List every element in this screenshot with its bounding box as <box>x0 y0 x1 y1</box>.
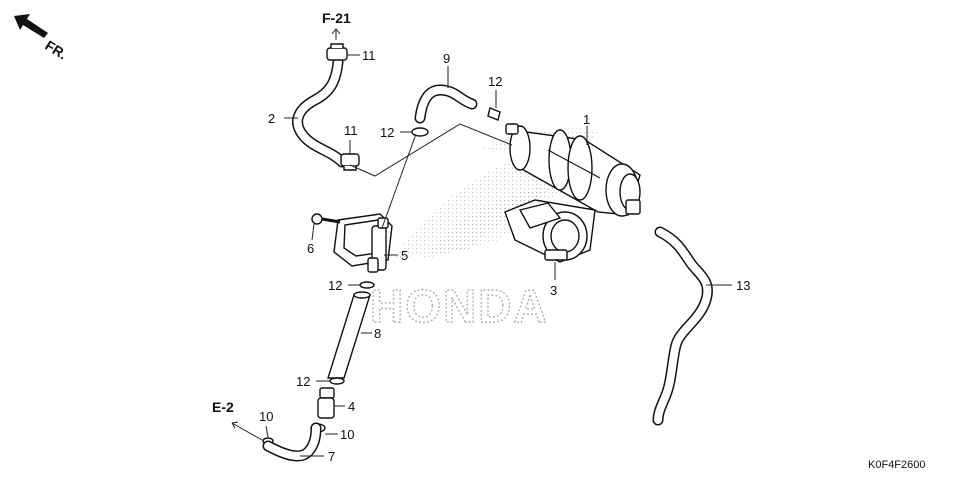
clamp-12-a <box>487 107 501 121</box>
callout-3: 3 <box>550 283 557 298</box>
hose-9 <box>414 84 478 124</box>
ref-f21: F-21 <box>322 10 351 26</box>
hose-13 <box>652 226 713 426</box>
callout-12-top: 12 <box>488 74 502 89</box>
hose-2 <box>292 56 348 168</box>
clamp-11-bottom <box>340 153 360 171</box>
leader-6 <box>311 223 315 241</box>
honda-watermark-text: HONDA <box>370 280 549 332</box>
callout-13: 13 <box>736 278 750 293</box>
clamp-11-top <box>326 43 348 61</box>
leader-10a <box>265 425 269 438</box>
callout-12-middle: 12 <box>328 278 342 293</box>
callout-6: 6 <box>307 241 314 256</box>
bracket-3 <box>504 199 596 263</box>
callout-2: 2 <box>268 111 275 126</box>
callout-11-top: 11 <box>362 48 376 63</box>
ref-e2-arrow-icon <box>231 421 263 441</box>
callout-5: 5 <box>401 248 408 263</box>
callout-4: 4 <box>348 399 355 414</box>
clamp-12-c <box>329 377 345 385</box>
routing-line-valve <box>381 133 417 229</box>
callout-10-left: 10 <box>259 409 273 424</box>
hose-7 <box>262 422 322 462</box>
front-direction-arrow-icon <box>14 14 48 38</box>
callout-8: 8 <box>374 326 381 341</box>
front-direction-label: FR. <box>42 37 70 63</box>
callout-1: 1 <box>583 112 590 127</box>
callout-9: 9 <box>443 51 450 66</box>
joint-4 <box>317 387 335 419</box>
ref-e2: E-2 <box>212 399 234 415</box>
routing-line-upper <box>349 123 513 177</box>
callout-7: 7 <box>328 449 335 464</box>
callout-12-upper: 12 <box>380 125 394 140</box>
tube-8 <box>327 291 371 379</box>
clamp-12-b <box>359 281 375 289</box>
purge-control-valve-5 <box>333 213 393 273</box>
bolt-6 <box>311 213 341 225</box>
callout-11-bottom: 11 <box>344 123 358 138</box>
diagram-code: K0F4F2600 <box>868 459 925 471</box>
callout-12-lower: 12 <box>296 374 310 389</box>
callout-10-right: 10 <box>340 427 354 442</box>
clamp-12-d <box>411 127 429 137</box>
ref-f21-arrow-icon <box>331 28 341 40</box>
canister-1 <box>505 123 641 217</box>
